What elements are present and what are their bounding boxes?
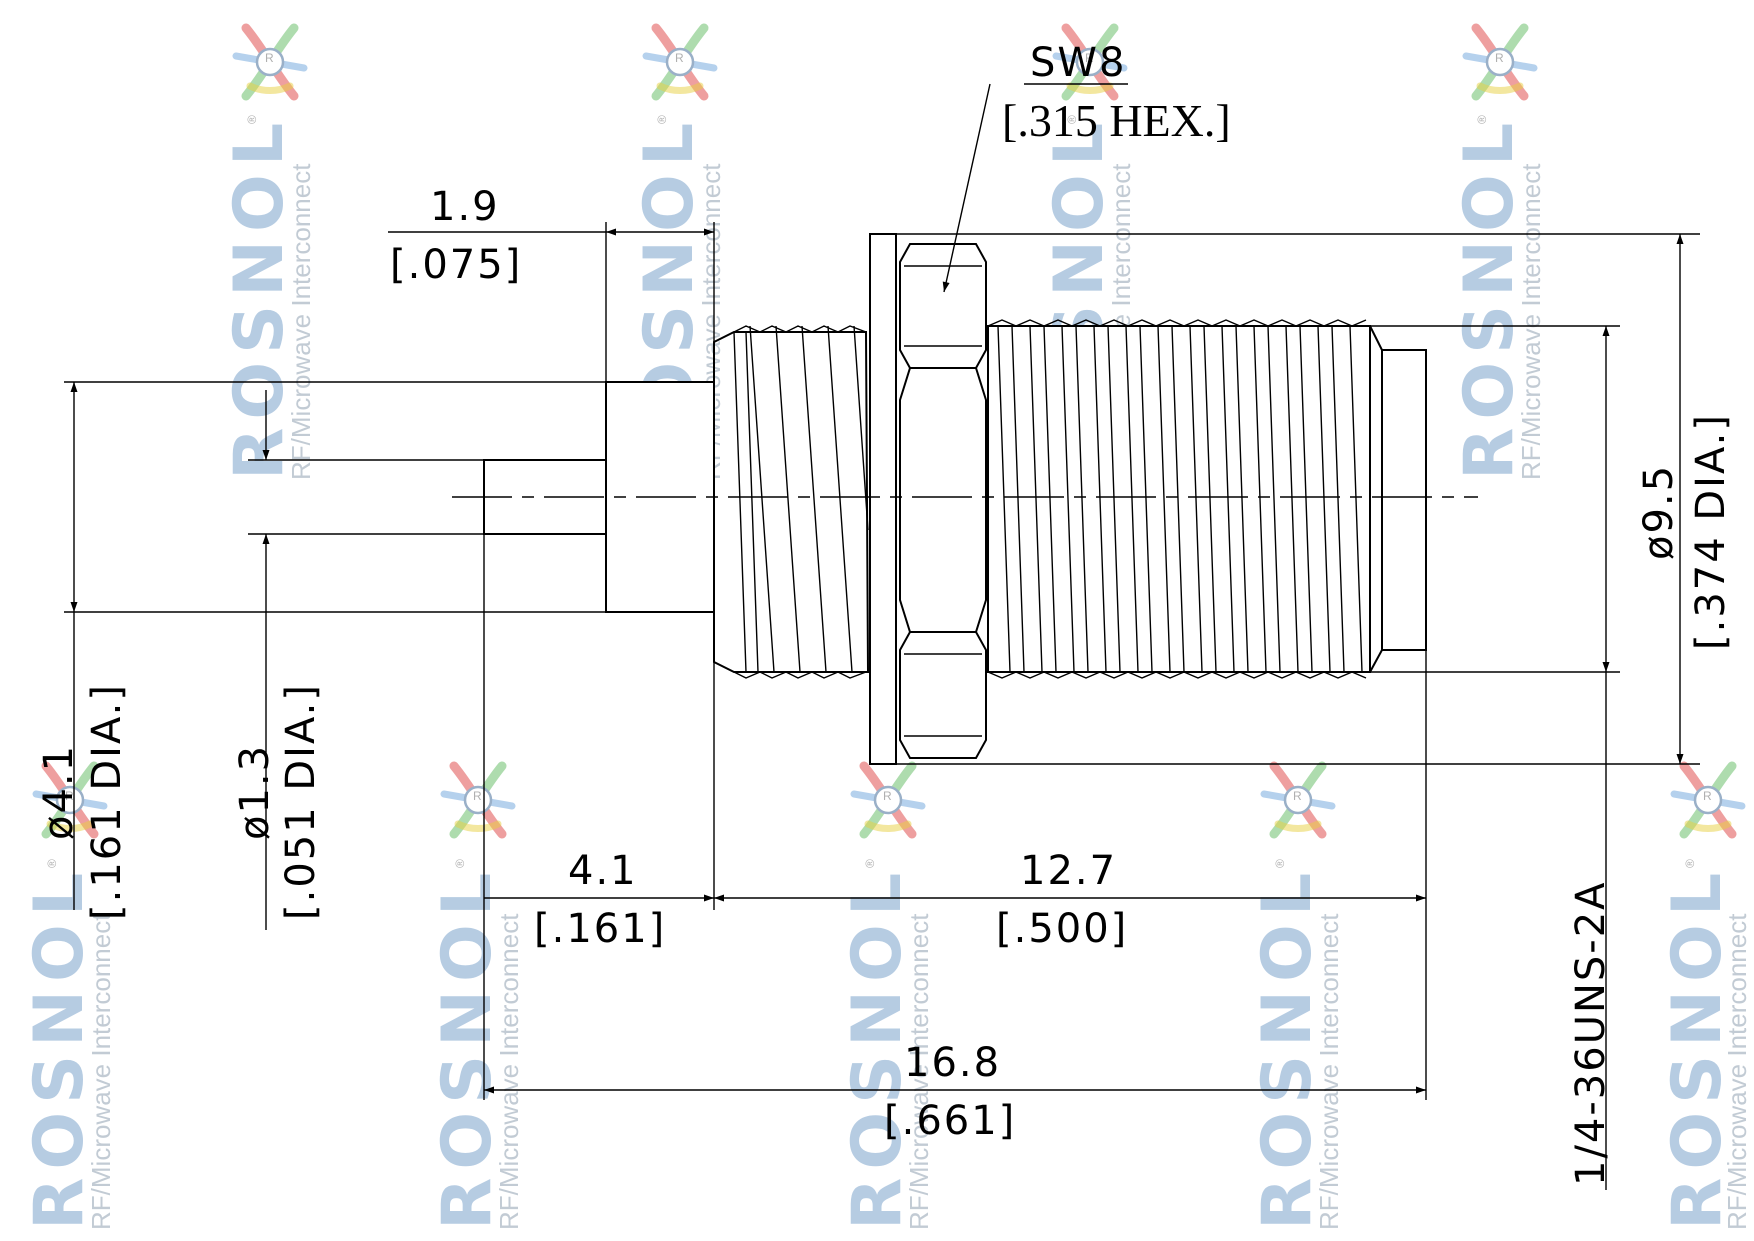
registered-mark: ® xyxy=(1065,115,1079,124)
dim-1-9-imperial: [.075] xyxy=(390,242,522,288)
registered-mark: ® xyxy=(863,859,877,868)
watermark-tagline: RF/Microwave Interconnect xyxy=(286,163,316,480)
logo-letter: R xyxy=(1495,51,1504,65)
dim-9-5-dia-metric: ø9.5 xyxy=(1636,464,1682,560)
dim-12-7-imperial: [.500] xyxy=(996,906,1128,952)
registered-mark: ® xyxy=(45,859,59,868)
watermark-brand: ROSNOL xyxy=(428,865,507,1230)
watermark-tagline: RF/Microwave Interconnect xyxy=(494,913,524,1230)
logo-letter: R xyxy=(473,789,482,803)
logo-letter: R xyxy=(1293,789,1302,803)
dim-16-8-imperial: [.661] xyxy=(884,1098,1016,1144)
hex-nut xyxy=(899,243,987,759)
registered-mark: ® xyxy=(1273,859,1287,868)
watermark-9: R ROSNOL RF/Microwave Interconnect ® xyxy=(1658,766,1752,1230)
watermark-5: R ROSNOL RF/Microwave Interconnect ® xyxy=(20,766,116,1230)
watermark-tagline: RF/Microwave Interconnect xyxy=(1314,913,1344,1230)
rear-thread xyxy=(987,319,1371,679)
watermark-brand: ROSNOL xyxy=(20,865,99,1230)
registered-mark: ® xyxy=(655,115,669,124)
registered-mark: ® xyxy=(1683,859,1697,868)
watermark-brand: ROSNOL xyxy=(838,865,917,1230)
rear-chamfer xyxy=(1369,325,1383,673)
logo-letter: R xyxy=(883,789,892,803)
ext-lines-9-5-dia xyxy=(896,233,1700,765)
dim-4-1-imperial: [.161] xyxy=(534,906,666,952)
dim-4-1-dia-imperial: [.161 DIA.] xyxy=(84,683,130,920)
watermark-tagline: RF/Microwave Interconnect xyxy=(904,913,934,1230)
logo-letter: R xyxy=(1085,51,1094,65)
ext-lines-lengths xyxy=(483,534,1427,1100)
dim-4-1-metric: 4.1 xyxy=(568,848,638,894)
dim-4-1-dia-metric: ø4.1 xyxy=(36,744,82,840)
watermark-8: R ROSNOL RF/Microwave Interconnect ® xyxy=(1248,766,1344,1230)
dim-1-9-metric: 1.9 xyxy=(430,184,500,230)
dim-16-8-metric: 16.8 xyxy=(904,1040,1001,1086)
logo-letter: R xyxy=(265,51,274,65)
logo-letter: R xyxy=(675,51,684,65)
watermark-tagline: RF/Microwave Interconnect xyxy=(1516,163,1546,480)
flange-washer xyxy=(869,233,897,765)
watermark-6: R ROSNOL RF/Microwave Interconnect ® xyxy=(428,766,524,1230)
logo-letter: R xyxy=(1703,789,1712,803)
thread-spec: 1/4-36UNS-2A xyxy=(1568,880,1614,1186)
ext-lines-1-3-dia xyxy=(248,459,484,535)
logo-letter: R xyxy=(65,789,74,803)
registered-mark: ® xyxy=(453,859,467,868)
ext-lines-thread xyxy=(1370,325,1620,673)
watermark-layer: R ROSNOL RF/Microwave Interconnect ® R R… xyxy=(20,28,1752,1230)
watermark-brand: ROSNOL xyxy=(220,115,299,480)
dimension-layer: 1.9 [.075] SW8 [.315 HEX.] ø4.1 [.161 DI… xyxy=(36,40,1734,1190)
dim-1-3-dia-imperial: [.051 DIA.] xyxy=(278,683,324,920)
dim-1-3-dia-metric: ø1.3 xyxy=(232,744,278,840)
registered-mark: ® xyxy=(245,115,259,124)
watermark-4: R ROSNOL RF/Microwave Interconnect ® xyxy=(1450,28,1546,480)
ext-lines-4-1-dia xyxy=(64,381,606,613)
watermark-7: R ROSNOL RF/Microwave Interconnect ® xyxy=(838,766,934,1230)
hex-callout-metric: SW8 xyxy=(1030,40,1126,86)
rear-face xyxy=(1381,349,1427,651)
watermark-brand: ROSNOL xyxy=(1450,115,1529,480)
connector-body xyxy=(452,233,1478,765)
front-thread xyxy=(713,325,870,679)
watermark-tagline: RF/Microwave Interconnect xyxy=(1722,913,1752,1230)
watermark-1: R ROSNOL RF/Microwave Interconnect ® xyxy=(220,28,316,480)
registered-mark: ® xyxy=(1475,115,1489,124)
dim-9-5-dia-imperial: [.374 DIA.] xyxy=(1688,413,1734,650)
ext-lines-1-9 xyxy=(605,222,715,382)
watermark-brand: ROSNOL xyxy=(1248,865,1327,1230)
dim-12-7-metric: 12.7 xyxy=(1020,848,1117,894)
watermark-tagline: RF/Microwave Interconnect xyxy=(86,913,116,1230)
watermark-brand: ROSNOL xyxy=(1658,865,1737,1230)
hex-callout-imperial: [.315 HEX.] xyxy=(1002,95,1231,146)
sw8-leader xyxy=(942,83,991,293)
